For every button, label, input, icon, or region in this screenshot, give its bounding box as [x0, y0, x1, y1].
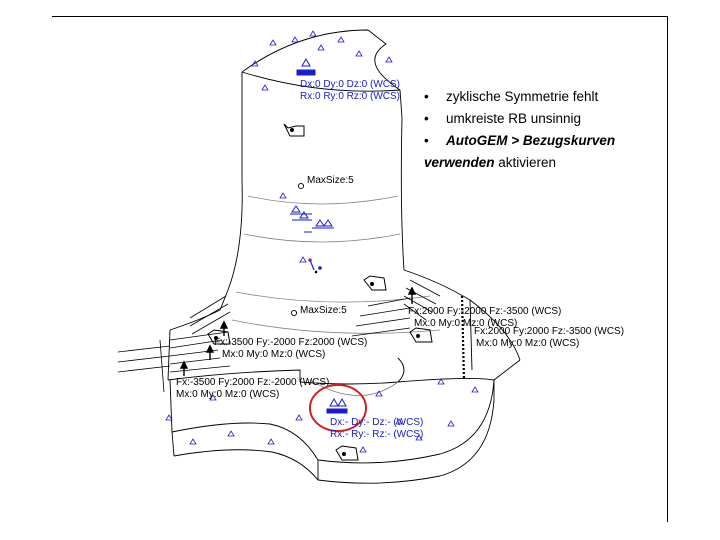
note-bullet-3-continued: verwenden aktivieren: [424, 152, 660, 174]
coordinate-system-marker: [308, 258, 322, 274]
circled-constraint-symbol: [326, 397, 348, 414]
surface-hatching: [117, 279, 441, 393]
maxsize-label-upper: MaxSize:5: [307, 175, 354, 186]
note-text-3-emphasis-b: verwenden: [424, 155, 495, 170]
left-load2-forces: Fx:-3500 Fy:2000 Fz:-2000 (WCS): [176, 377, 329, 388]
bullet-symbol: •: [424, 89, 429, 104]
highlight-circle: [309, 384, 367, 432]
left-load1-moments: Mx:0 My:0 Mz:0 (WCS): [222, 349, 325, 360]
slide-frame-top-line: [52, 16, 668, 17]
top-constraint-label-1: Dx:0 Dy:0 Dz:0 (WCS): [300, 79, 400, 90]
top-constraint-label-2: Rx:0 Ry:0 Rz:0 (WCS): [300, 91, 400, 102]
right-load1-moments: Mx:0 My:0 Mz:0 (WCS): [414, 318, 517, 329]
top-constraint-symbol: [296, 57, 316, 76]
note-text-3-emphasis-a: AutoGEM > Bezugskurven: [446, 133, 616, 148]
note-text-3-rest: aktivieren: [494, 155, 557, 170]
load-arrow-icons: [179, 286, 417, 376]
note-bullet-2: • umkreiste RB unsinnig: [424, 108, 660, 130]
maxsize-label-lower: MaxSize:5: [300, 305, 347, 316]
left-load2-moments: Mx:0 My:0 Mz:0 (WCS): [176, 389, 279, 400]
model-geometry: [167, 29, 521, 484]
notes-list: • zyklische Symmetrie fehlt • umkreiste …: [424, 86, 660, 174]
spring-support-icon: [290, 205, 334, 233]
maxsize-marker-lower: [290, 309, 298, 317]
slide-frame-right-line: [667, 16, 668, 522]
mesh-markers: [165, 30, 479, 453]
note-bullet-1: • zyklische Symmetrie fehlt: [424, 86, 660, 108]
maxsize-marker-upper: [297, 182, 305, 190]
note-bullet-3: • AutoGEM > Bezugskurven: [424, 130, 660, 152]
right-load2-moments: Mx:0 My:0 Mz:0 (WCS): [476, 338, 579, 349]
note-text-1: zyklische Symmetrie fehlt: [446, 89, 599, 104]
right-load2-forces: Fx:2000 Fy:2000 Fz:-3500 (WCS): [474, 326, 624, 337]
right-load1-forces: Fx:2000 Fy:-2000 Fz:-3500 (WCS): [408, 306, 561, 317]
circled-constraint-label-2: Rx:- Ry:- Rz:- (WCS): [330, 429, 423, 440]
bullet-symbol: •: [424, 133, 429, 148]
left-load1-forces: Fx:-3500 Fy:-2000 Fz:2000 (WCS): [214, 337, 367, 348]
bullet-symbol: •: [424, 111, 429, 126]
load-tag-icon-bottom: [335, 445, 359, 461]
load-tag-icon-upper: [283, 123, 305, 137]
note-text-2: umkreiste RB unsinnig: [446, 111, 582, 126]
datum-curves: [231, 71, 441, 396]
load-tag-icon-left: [207, 329, 231, 345]
load-tag-icon-right: [409, 327, 433, 343]
load-tag-icon-middle: [363, 275, 387, 291]
circled-constraint-label-1: Dx:- Dy:- Dz:- (WCS): [330, 417, 423, 428]
